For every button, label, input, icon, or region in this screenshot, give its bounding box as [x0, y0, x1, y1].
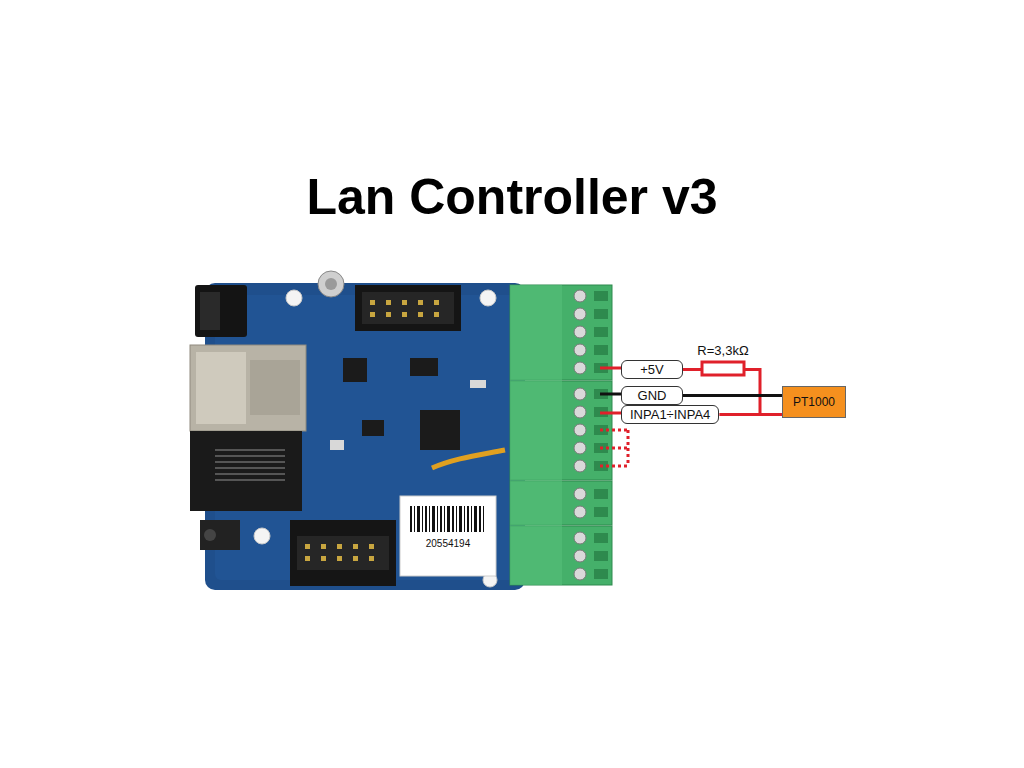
resistor-value: R=3,3kΩ [697, 343, 748, 358]
diagram-title: Lan Controller v3 [0, 168, 1024, 226]
rj-contacts [215, 450, 285, 480]
node-text: +5V [630, 362, 674, 377]
node-text: GND [630, 388, 674, 403]
optional-wires [600, 430, 628, 466]
wire [600, 367, 621, 370]
pin-label: +5V [621, 360, 683, 379]
rj45-jack [190, 345, 306, 431]
dc-jack [195, 285, 247, 337]
idc-header-inner [297, 536, 389, 570]
wire-connector [683, 394, 782, 397]
mount-hole [286, 290, 302, 306]
rj-jack [190, 431, 302, 511]
button-cap [204, 529, 216, 541]
chip [343, 358, 367, 382]
dc-jack-detail [200, 292, 220, 330]
jumper-wire [432, 450, 505, 468]
header-pins [370, 300, 439, 317]
chip [410, 358, 438, 376]
smd-part [470, 380, 486, 388]
smd-part [330, 440, 344, 450]
node-text: INPA1÷INPA4 [630, 407, 710, 422]
node-text: PT1000 [793, 395, 835, 409]
serial-number: 20554194 [426, 538, 471, 549]
chip [362, 420, 384, 436]
mount-hole [254, 528, 270, 544]
button [200, 520, 240, 550]
pin-label: GND [621, 386, 683, 405]
rj45-detail [196, 352, 246, 424]
idc-header [355, 285, 461, 331]
capacitor-top [325, 278, 337, 290]
pin-label: INPA1÷INPA4 [621, 405, 719, 424]
terminal-screws [574, 290, 586, 580]
header-pins [305, 544, 374, 561]
terminal-blocks [510, 285, 612, 585]
rj45-detail [250, 360, 300, 415]
barcode [410, 506, 484, 532]
chip [420, 410, 460, 450]
barcode-sticker [400, 496, 496, 576]
resistor-symbol [702, 362, 744, 375]
wire-connector [719, 413, 782, 416]
idc-header [290, 520, 396, 586]
wire [600, 412, 621, 415]
idc-header-inner [362, 292, 454, 324]
capacitor [318, 271, 344, 297]
mount-hole [480, 290, 496, 306]
sensor-box: PT1000 [782, 386, 846, 418]
terminal-openings [594, 291, 608, 579]
wire [600, 393, 621, 396]
